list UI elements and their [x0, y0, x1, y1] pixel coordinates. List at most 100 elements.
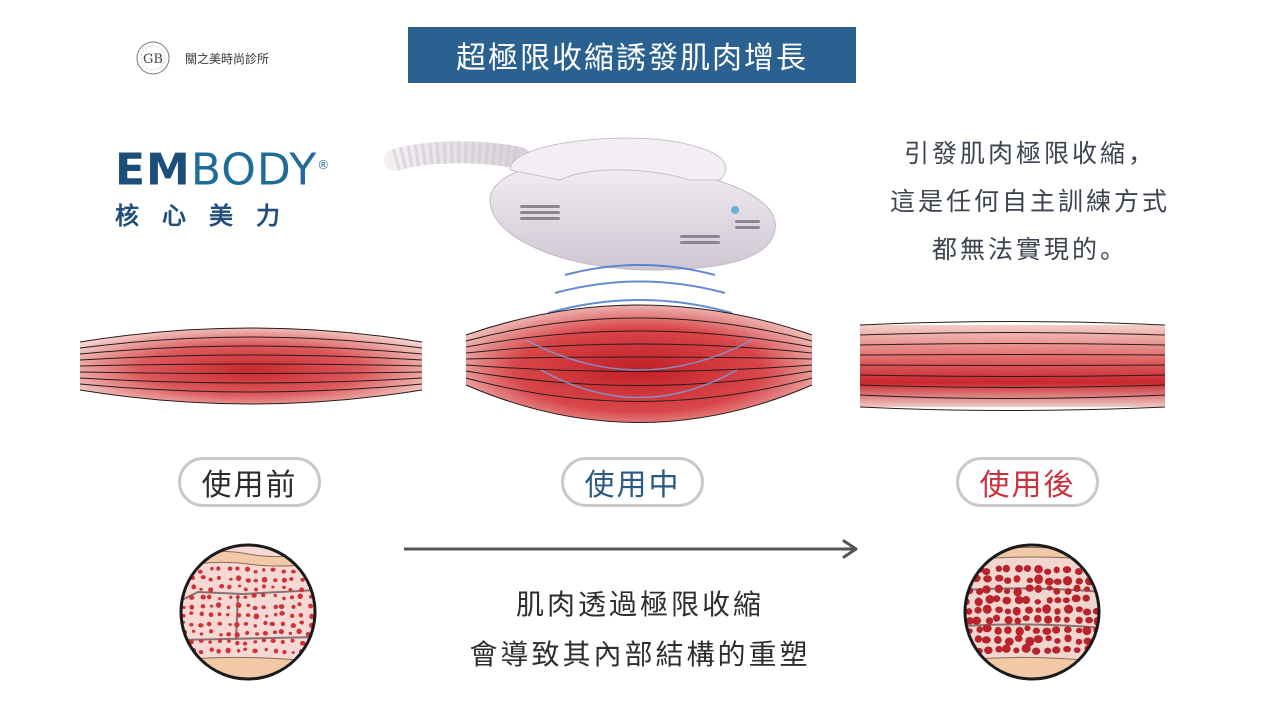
muscle-fiber-dot	[1064, 634, 1072, 643]
muscle-fiber-dot	[982, 604, 992, 614]
muscle-fiber-dot	[992, 595, 1001, 603]
muscle-fiber-dot	[297, 602, 302, 607]
muscle-fiber-dot	[1071, 594, 1081, 603]
muscle-fiber-dot	[253, 578, 259, 583]
muscle-fiber-dot	[289, 577, 294, 581]
muscle-fiber-dot	[199, 587, 203, 591]
muscle-fiber-dot	[206, 621, 212, 627]
muscle-fiber-dot	[215, 602, 222, 608]
muscle-fiber-dot	[1013, 575, 1021, 583]
muscle-fiber-dot	[1042, 627, 1052, 635]
muscle-fiber-dot	[1064, 626, 1072, 634]
muscle-fiber-dot	[981, 636, 991, 644]
muscle-before	[79, 327, 423, 405]
muscle-fiber-dot	[255, 632, 260, 636]
muscle-fiber-dot	[200, 604, 206, 609]
muscle-fiber-dot	[971, 616, 982, 625]
muscle-fiber-dot	[244, 566, 251, 572]
muscle-fiber-dot	[210, 566, 214, 571]
muscle-fiber-dot	[273, 578, 278, 583]
muscle-fiber-dot	[1004, 626, 1012, 635]
muscle-fiber-dot	[982, 585, 991, 594]
muscle-fiber-dot	[226, 632, 232, 637]
muscle-fiber-dot	[225, 647, 231, 654]
muscle-fiber-dot	[246, 603, 251, 608]
muscle-fiber-dot	[1073, 584, 1081, 593]
muscle-fiber-dot	[216, 566, 221, 571]
muscle-fiber-dot	[209, 604, 214, 608]
muscle-fiber-dot	[974, 597, 983, 607]
muscle-fiber-dot	[290, 638, 295, 643]
muscle-fiber-dot	[296, 628, 302, 635]
muscle-fiber-dot	[1002, 564, 1011, 573]
muscle-fiber-dot	[189, 604, 195, 610]
muscle-fiber-dot	[219, 584, 225, 589]
muscle-fiber-dot	[1075, 616, 1083, 624]
muscle-fiber-dot	[200, 594, 206, 600]
muscle-fiber-dot	[252, 648, 258, 654]
muscle-fiber-dot	[1012, 606, 1021, 616]
muscle-fiber-dot	[1002, 596, 1012, 605]
clinic-name: 關之美時尚診所	[185, 52, 270, 66]
muscle-fiber-dot	[200, 575, 206, 580]
muscle-fiber-dot	[985, 595, 995, 604]
title-banner: 超極限收縮誘發肌肉增長	[408, 27, 856, 83]
muscle-fiber-dot	[976, 626, 983, 633]
muscle-fiber-dot	[253, 624, 257, 628]
muscle-fiber-dot	[253, 569, 258, 574]
muscle-fiber-dot	[1063, 604, 1074, 614]
muscle-fiber-dot	[1022, 615, 1030, 622]
muscle-fiber-dot	[189, 595, 195, 600]
muscle-fiber-dot	[1025, 606, 1034, 614]
muscle-fiber-dot	[264, 614, 269, 618]
muscle-fiber-dot	[1054, 608, 1061, 615]
muscle-fiber-dot	[1094, 646, 1099, 653]
muscle-fiber-dot	[237, 613, 242, 618]
muscle-fiber-dot	[982, 568, 991, 576]
muscle-fiber-dot	[297, 593, 303, 600]
muscle-fiber-dot	[1004, 616, 1013, 625]
muscle-fiber-dot	[216, 648, 221, 654]
muscle-fiber-dot	[1044, 615, 1053, 624]
muscle-fiber-dot	[253, 640, 258, 644]
muscle-fiber-dot	[261, 605, 266, 610]
muscle-fiber-dot	[235, 602, 242, 608]
muscle-fiber-dot	[282, 585, 286, 590]
muscle-fiber-dot	[1075, 577, 1083, 585]
muscle-fiber-dot	[1032, 627, 1041, 634]
muscle-fiber-dot	[1044, 647, 1052, 654]
muscle-fiber-dot	[289, 595, 295, 600]
muscle-fiber-dot	[309, 578, 314, 583]
muscle-fiber-dot	[1015, 564, 1024, 573]
muscle-fiber-dot	[1044, 568, 1052, 575]
brand-subtitle: 核心美力	[115, 201, 303, 230]
muscle-fiber-dot	[280, 639, 285, 645]
muscle-fiber-dot	[199, 611, 204, 617]
seal-letters: GB	[143, 52, 163, 67]
muscle-fiber-dot	[994, 626, 1002, 635]
muscle-fiber-dot	[243, 595, 248, 599]
muscle-fiber-dot	[217, 612, 222, 617]
muscle-fiber-dot	[1035, 607, 1042, 613]
muscle-fiber-dot	[208, 612, 214, 618]
muscle-fiber-dot	[1052, 626, 1061, 634]
muscle-fiber-dot	[237, 584, 242, 588]
muscle-fiber-dot	[1014, 596, 1024, 605]
muscle-fiber-dot	[1063, 576, 1073, 586]
claim-line: 引發肌肉極限收縮，	[903, 139, 1156, 168]
muscle-fiber-dot	[308, 603, 314, 609]
muscle-fiber-dot	[1073, 647, 1081, 653]
muscle-fiber-dot	[965, 646, 972, 654]
muscle-fiber-dot	[208, 629, 214, 634]
muscle-fiber-dot	[1082, 626, 1092, 636]
muscle-fiber-dot	[1025, 636, 1035, 647]
muscle-fiber-dot	[291, 651, 295, 654]
muscle-fiber-dot	[1064, 588, 1072, 595]
muscle-fiber-dot	[1015, 626, 1024, 636]
muscle-fiber-dot	[290, 623, 296, 629]
muscle-fiber-dot	[217, 575, 221, 580]
muscle-fiber-dot	[306, 568, 312, 574]
muscle-fiber-dot	[1004, 637, 1014, 646]
caption-line: 肌肉透過極限收縮	[515, 588, 764, 621]
muscle-fiber-dot	[985, 617, 994, 625]
